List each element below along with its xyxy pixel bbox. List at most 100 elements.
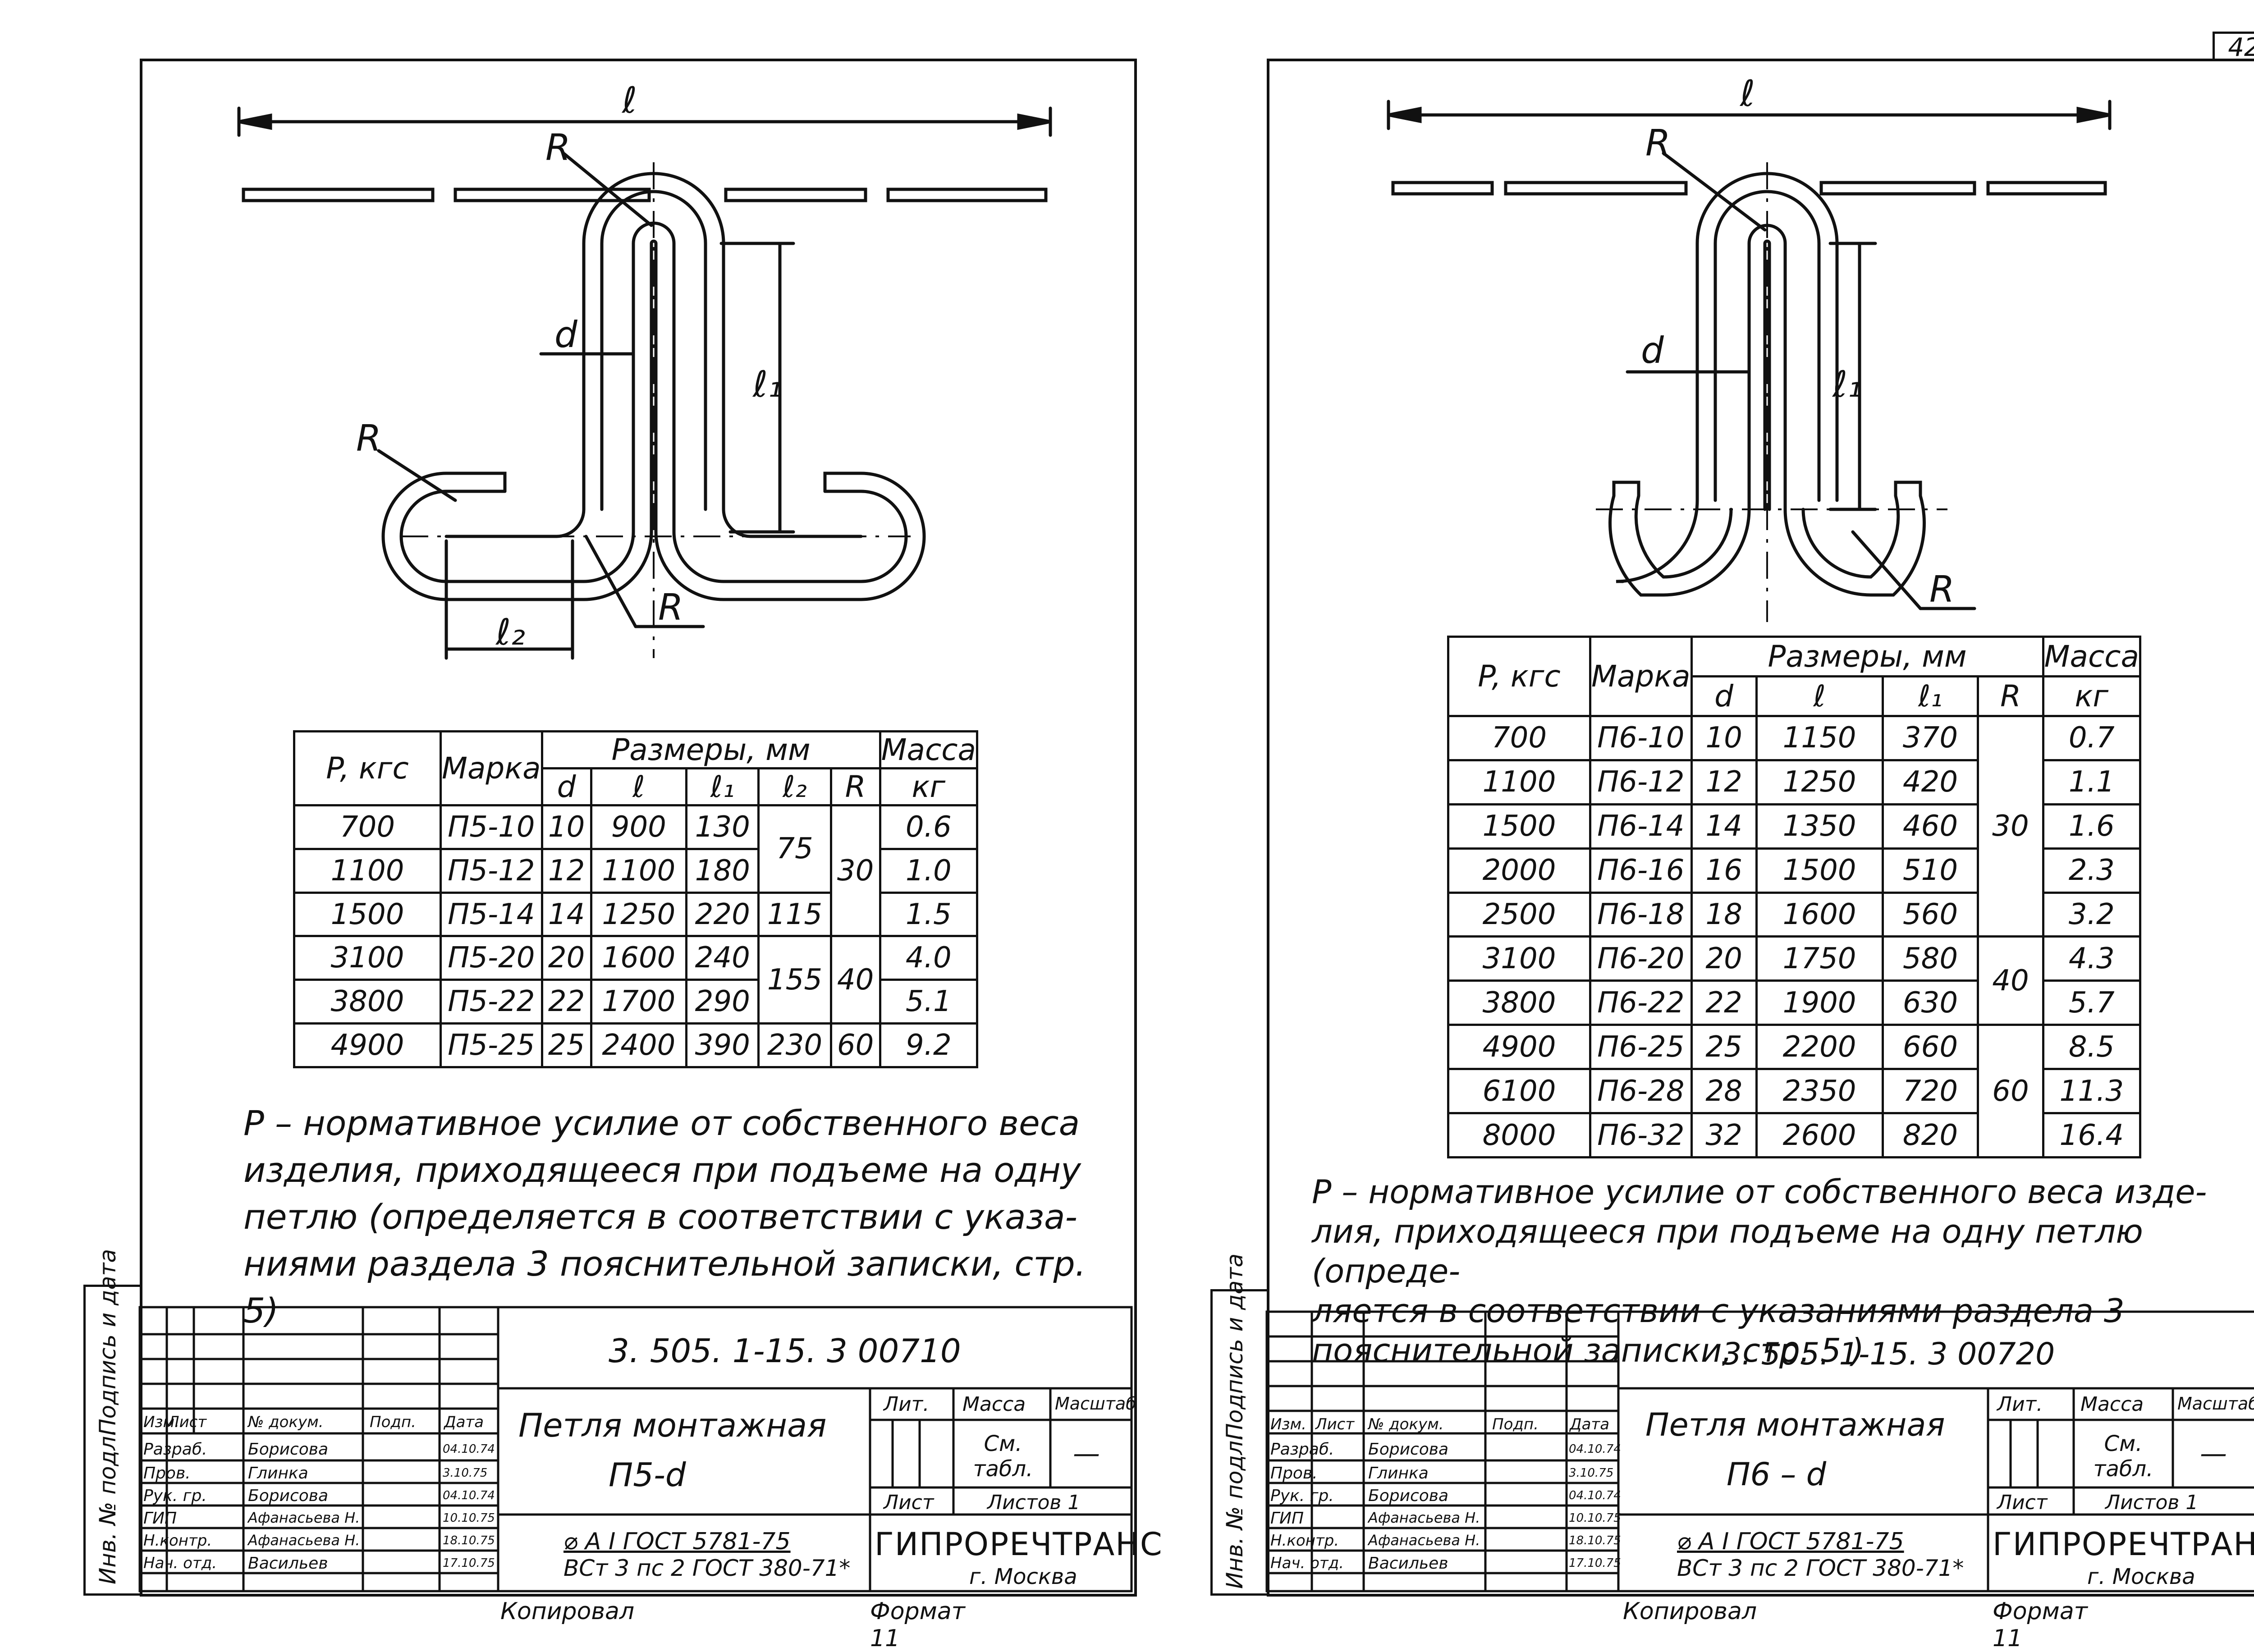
org-city: г. Москва (2087, 1564, 2195, 1589)
cell-mass: 4.3 (2042, 935, 2142, 982)
th-mass: Масса (879, 730, 979, 769)
footer-format: Формат 11 (1993, 1598, 2088, 1652)
cell-l: 2200 (1755, 1024, 1884, 1071)
doc-title: Петля монтажная (1645, 1406, 1945, 1443)
th-kg: кг (2042, 675, 2142, 717)
cell-l2: 115 (757, 891, 832, 938)
note-line: изделия, приходящееся при подъеме на одн… (243, 1150, 1081, 1190)
cell-p: 3100 (293, 935, 442, 981)
th-col-l1: ℓ₁ (685, 767, 760, 806)
cell-p: 6100 (1447, 1068, 1591, 1115)
cell-l1: 220 (685, 891, 760, 938)
note-line: P – нормативное усилие от собственного в… (1312, 1173, 2207, 1211)
dim-d-label: d (554, 314, 578, 356)
cell-mark: П6-22 (1589, 979, 1693, 1026)
th-mark: Марка (440, 730, 543, 806)
cell-d: 14 (541, 891, 592, 938)
stamp-sheet: Лист (1997, 1491, 2048, 1514)
person-role: Нач. отд. (1270, 1554, 1344, 1572)
cell-mass: 5.7 (2042, 979, 2142, 1026)
org-name: ГИПРОРЕЧТРАНС (1993, 1526, 2254, 1563)
person-role: Рук. гр. (1270, 1487, 1334, 1505)
cell-d: 12 (1690, 759, 1758, 805)
cell-p: 3800 (293, 979, 442, 1025)
dim-r-left-label: R (356, 417, 381, 459)
cell-l1: 720 (1881, 1068, 1979, 1115)
cell-p: 1500 (1447, 803, 1591, 850)
head-sign: Подп. (1492, 1415, 1539, 1433)
cell-mass: 2.3 (2042, 847, 2142, 894)
stamp-scale-value: — (1073, 1438, 1100, 1469)
cell-l: 1600 (590, 935, 688, 981)
cell-p: 700 (1447, 715, 1591, 761)
cell-mass: 4.0 (879, 935, 979, 981)
stamp-lit: Лит. (884, 1393, 930, 1416)
person-name: Глинка (248, 1464, 308, 1483)
cell-p: 700 (293, 804, 442, 850)
cell-p: 1100 (1447, 759, 1591, 805)
stamp-scale-value: — (2200, 1438, 2227, 1469)
stamp-sheets: Листов 1 (2105, 1491, 2199, 1514)
footer-copied: Копировал (500, 1598, 635, 1625)
person-name: Борисова (248, 1487, 329, 1505)
person-name: Борисова (248, 1440, 329, 1459)
person-name: Афанасьева Н. (1368, 1532, 1480, 1549)
cell-mark: П6-18 (1589, 891, 1693, 938)
cell-l1: 560 (1881, 891, 1979, 938)
th-kg: кг (879, 767, 979, 806)
cell-d: 20 (1690, 935, 1758, 982)
cell-r: 30 (1977, 714, 2044, 938)
note-line: P – нормативное усилие от собственного в… (243, 1103, 1080, 1143)
cell-mark: П6-14 (1589, 803, 1693, 850)
cell-l1: 510 (1881, 847, 1979, 894)
dim-l2-label: ℓ₂ (495, 611, 525, 653)
cell-d: 28 (1690, 1068, 1758, 1115)
cell-l: 1350 (1755, 803, 1884, 850)
th-col-l1: ℓ₁ (1881, 675, 1979, 717)
person-date: 04.10.74 (443, 1442, 495, 1456)
cell-mass: 0.6 (879, 804, 979, 850)
cell-mark: П5-14 (440, 891, 543, 938)
person-date: 18.10.75 (1569, 1534, 1621, 1547)
cell-l: 1750 (1755, 935, 1884, 982)
person-name: Афанасьева Н. (248, 1509, 360, 1526)
stamp-lit: Лит. (1997, 1393, 2043, 1416)
table-row: 3100 П6-20 20 1750 580 40 4.3 (1447, 935, 2142, 1026)
cell-mark: П6-12 (1589, 759, 1693, 805)
stamp-mass: Масса (962, 1393, 1026, 1416)
person-role: Пров. (143, 1464, 191, 1483)
table-p5: P, кгс Марка Размеры, мм Масса d ℓ ℓ₁ ℓ₂… (293, 730, 979, 1068)
cell-l: 2600 (1755, 1112, 1884, 1158)
person-role: Рук. гр. (143, 1487, 207, 1505)
dim-r-top-label: R (1645, 122, 1671, 164)
cell-p: 4900 (293, 1022, 442, 1068)
cell-d: 18 (1690, 891, 1758, 938)
cell-mass: 9.2 (879, 1022, 979, 1068)
dim-l1-label: ℓ₁ (1832, 363, 1862, 405)
cell-mass: 16.4 (2042, 1112, 2142, 1158)
cell-l: 1600 (1755, 891, 1884, 938)
table-row: 3100 П5-20 20 1600 240 155 40 4.0 (293, 935, 979, 1025)
table-row: 700 П6-10 10 1150 370 30 0.7 (1447, 714, 2142, 938)
material-line1: ⌀ A I ГОСТ 5781-75 (1677, 1528, 1904, 1555)
table-row: 1500 П6-14 14 1350 460 1.6 (1447, 803, 2142, 850)
cell-d: 20 (541, 935, 592, 981)
stamp-scale: Масштаб (1055, 1394, 1136, 1414)
person-date: 04.10.74 (1569, 1489, 1621, 1502)
cell-l1: 390 (685, 1022, 760, 1068)
stamp-sheets: Листов 1 (987, 1491, 1081, 1514)
note-p5: P – нормативное усилие от собственного в… (243, 1100, 1122, 1334)
th-sizes: Размеры, мм (541, 730, 881, 769)
person-date: 3.10.75 (1569, 1466, 1614, 1480)
cell-d: 22 (1690, 979, 1758, 1026)
table-row: 3800 П6-22 22 1900 630 5.7 (1447, 979, 2142, 1026)
cell-mass: 5.1 (879, 979, 979, 1025)
cell-l1: 580 (1881, 935, 1979, 982)
org-city: г. Москва (969, 1564, 1077, 1589)
table-row: 4900 П5-25 25 2400 390 230 60 9.2 (293, 1022, 979, 1068)
stamp-sheet: Лист (884, 1491, 934, 1514)
cell-mark: П6-25 (1589, 1024, 1693, 1071)
